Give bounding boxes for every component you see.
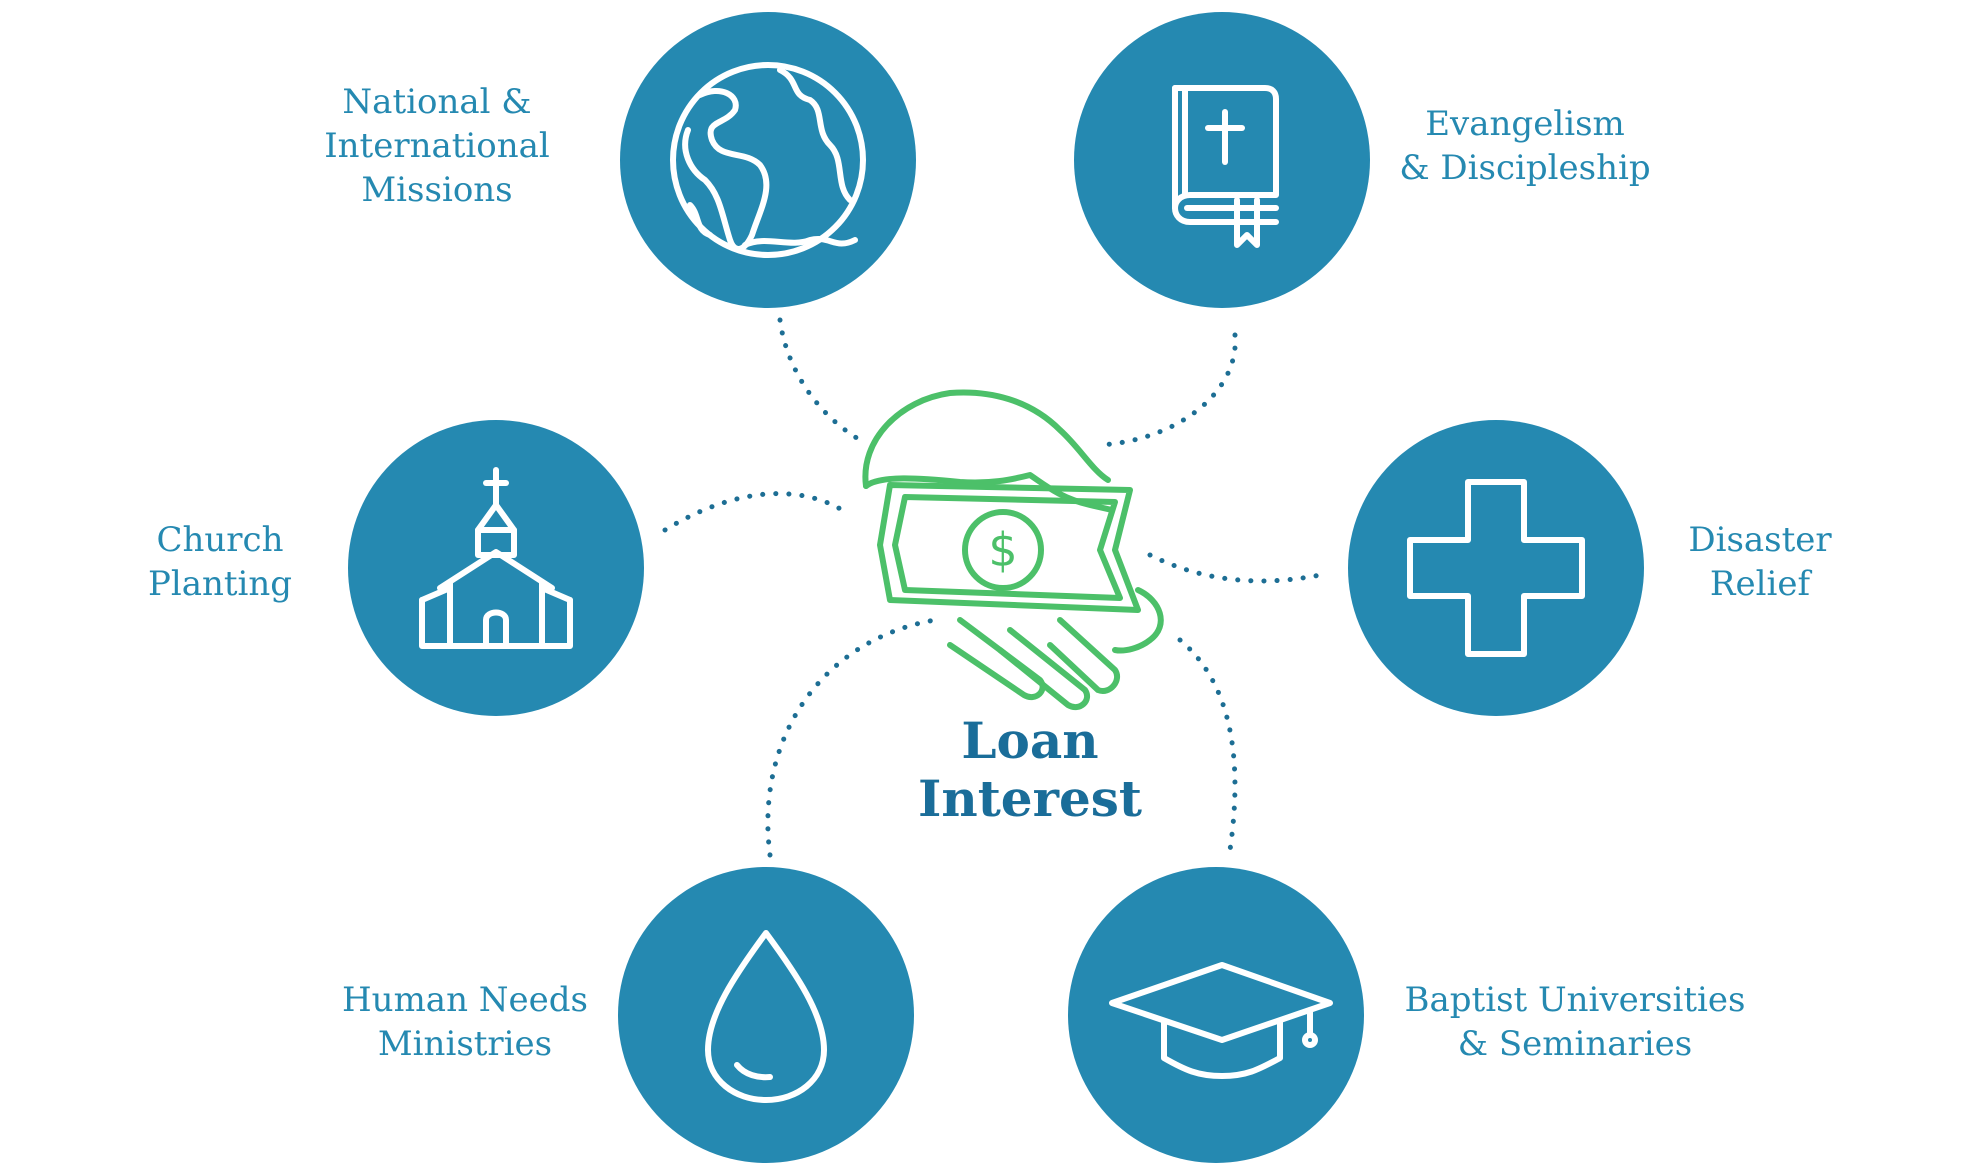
connector-disaster [1147,552,1323,584]
label-baptist-line1: Baptist Universities [1404,980,1746,1020]
label-human-line2: Ministries [377,1024,553,1064]
label-disaster: Disaster Relief [1670,518,1850,606]
connectors [662,317,1323,858]
connector-baptist [1177,637,1238,853]
connector-human [765,617,938,858]
church-icon [419,467,573,649]
medical-cross-icon [1407,479,1585,657]
label-baptist: Baptist Universities & Seminaries [1385,978,1765,1066]
label-disaster-line1: Disaster [1688,520,1832,560]
label-church: Church Planting [130,518,310,606]
label-baptist-line2: & Seminaries [1457,1024,1693,1064]
center-title: Loan Interest [900,712,1160,828]
label-church-line1: Church [156,520,284,560]
label-human-line1: Human Needs [342,980,588,1020]
label-evangelism: Evangelism & Discipleship [1380,102,1670,190]
connector-missions [777,317,863,443]
label-missions-line3: Missions [361,170,513,210]
label-missions-line1: National & [342,82,532,122]
water-drop-icon [705,930,827,1103]
center-title-line1: Loan [961,711,1099,770]
svg-text:$: $ [988,523,1017,577]
graduation-cap-icon [1109,962,1333,1079]
label-human: Human Needs Ministries [330,978,600,1066]
connector-evangelism [1097,332,1238,448]
hand-holding-money-icon: $ [862,389,1164,711]
center-title-line2: Interest [917,769,1143,828]
label-church-line2: Planting [147,564,293,604]
circle-missions [620,12,916,308]
label-evangelism-line1: Evangelism [1425,104,1625,144]
circle-disaster [1348,420,1644,716]
label-missions-line2: International [324,126,550,166]
bible-icon [1172,85,1279,248]
circles [348,12,1644,1163]
circle-baptist [1068,867,1364,1163]
label-missions: National & International Missions [312,80,562,212]
circle-human [618,867,914,1163]
circle-church [348,420,644,716]
label-evangelism-line2: & Discipleship [1399,148,1651,188]
label-disaster-line2: Relief [1709,564,1811,604]
globe-icon [670,62,866,258]
connector-church [662,491,853,533]
